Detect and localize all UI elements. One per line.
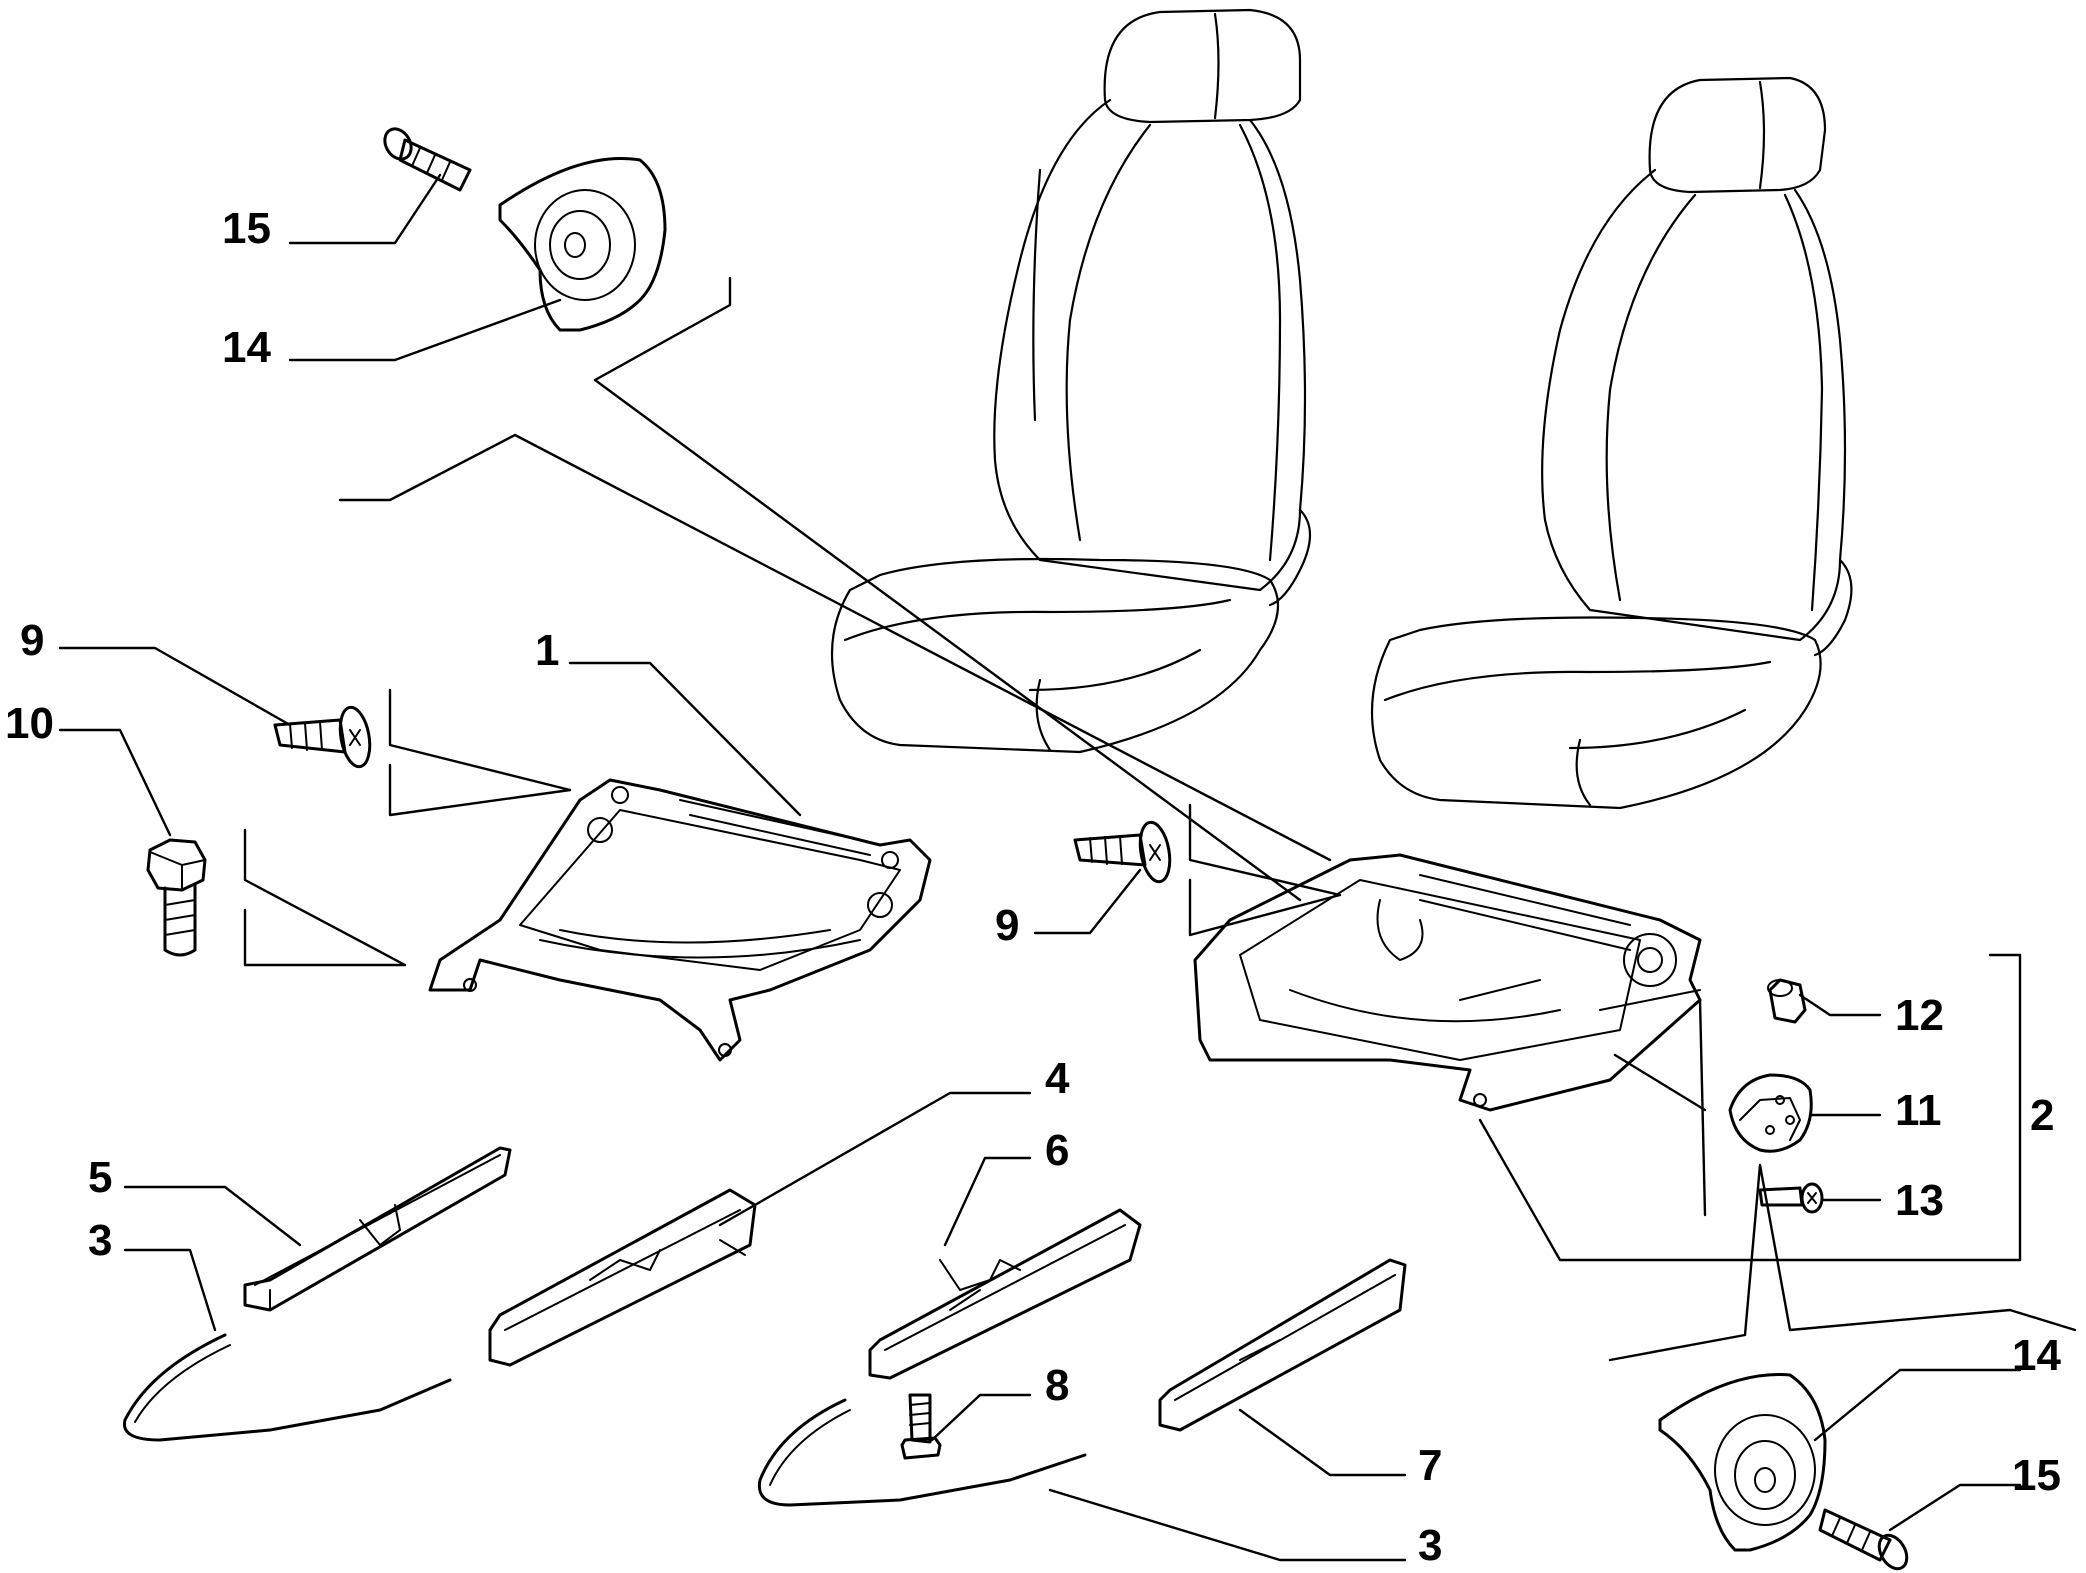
- callout-1: 1: [535, 626, 559, 675]
- callout-2: 2: [2030, 1091, 2054, 1140]
- callout-9-left: 9: [20, 616, 44, 665]
- callout-8: 8: [1045, 1361, 1069, 1410]
- right-seat-illustration: [1370, 76, 1853, 810]
- runner-4: [488, 1188, 757, 1367]
- callout-13: 13: [1895, 1176, 1944, 1225]
- screw-15-top: [383, 127, 472, 192]
- runner-6: [868, 1208, 1142, 1380]
- left-seat-illustration: [830, 8, 1311, 754]
- callout-14-top: 14: [222, 323, 271, 372]
- callout-labels: 15 14 9 10 1 9 4 6 8 7 3 5 3 12 11 13 2 …: [5, 204, 2061, 1570]
- seat-frame-1: [428, 778, 932, 1062]
- runner-5: [243, 1146, 512, 1312]
- callout-5: 5: [88, 1153, 112, 1202]
- bolt-9-right: [1073, 820, 1172, 884]
- callout-7: 7: [1418, 1441, 1442, 1490]
- callout-11: 11: [1895, 1086, 1942, 1135]
- cover-14-bottom: [1658, 1373, 1827, 1552]
- wire-3-right: [757, 1398, 1087, 1507]
- callout-3-right: 3: [1418, 1521, 1442, 1570]
- callout-9-right: 9: [995, 901, 1019, 950]
- screw-13: [1758, 1182, 1824, 1214]
- callout-3-left: 3: [88, 1216, 112, 1265]
- runner-7: [1158, 1258, 1407, 1432]
- cover-14-top: [498, 156, 667, 332]
- knob-11: [1728, 1073, 1813, 1153]
- callout-4: 4: [1045, 1054, 1070, 1103]
- bolt-9-left: [273, 705, 372, 769]
- screw-15-bottom: [1818, 1508, 1909, 1571]
- seat-frame-2: [1193, 853, 1702, 1112]
- callout-15-top: 15: [222, 204, 271, 253]
- callout-15-bottom: 15: [2012, 1451, 2061, 1500]
- callout-14-bottom: 14: [2012, 1331, 2061, 1380]
- leader-lines: [58, 173, 2077, 1562]
- callout-10: 10: [5, 699, 54, 748]
- cap-12: [1767, 978, 1807, 1024]
- bolt-10: [146, 838, 207, 957]
- callout-6: 6: [1045, 1126, 1069, 1175]
- callout-12: 12: [1895, 991, 1944, 1040]
- wire-3-left: [122, 1333, 452, 1442]
- bolt-8: [900, 1393, 942, 1460]
